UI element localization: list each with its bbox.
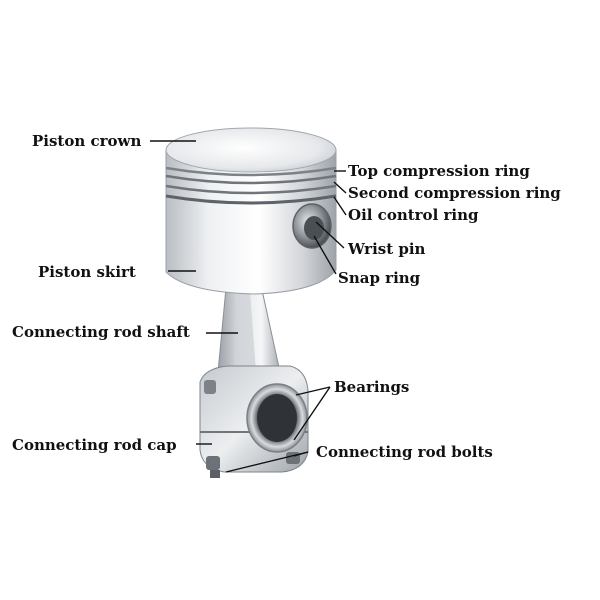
label-piston-skirt: Piston skirt	[38, 263, 136, 281]
leader-second-compression-ring	[333, 181, 347, 194]
label-second-compression-ring: Second compression ring	[348, 184, 561, 202]
label-connecting-rod-shaft: Connecting rod shaft	[12, 323, 190, 341]
piston-body-shape	[165, 149, 337, 295]
label-connecting-rod-bolts: Connecting rod bolts	[316, 443, 493, 461]
label-bearings: Bearings	[334, 378, 410, 396]
leader-bearings-upper	[295, 386, 331, 396]
leader-connecting-rod-bolts-left	[225, 451, 309, 473]
label-snap-ring: Snap ring	[338, 269, 421, 287]
leader-bearings-lower	[293, 386, 331, 441]
leader-wrist-pin	[315, 221, 345, 249]
leader-lines	[150, 140, 347, 473]
piston-crown-shape	[165, 127, 337, 173]
label-wrist-pin: Wrist pin	[348, 240, 426, 258]
connecting-rod-shaft-shape	[217, 287, 281, 373]
connecting-rod-big-end-shape	[199, 365, 309, 478]
label-piston-crown: Piston crown	[32, 132, 142, 150]
label-connecting-rod-cap: Connecting rod cap	[12, 436, 177, 454]
label-oil-control-ring: Oil control ring	[348, 206, 479, 224]
leader-snap-ring	[313, 235, 337, 275]
leader-oil-control-ring	[333, 196, 347, 216]
label-top-compression-ring: Top compression ring	[348, 162, 530, 180]
